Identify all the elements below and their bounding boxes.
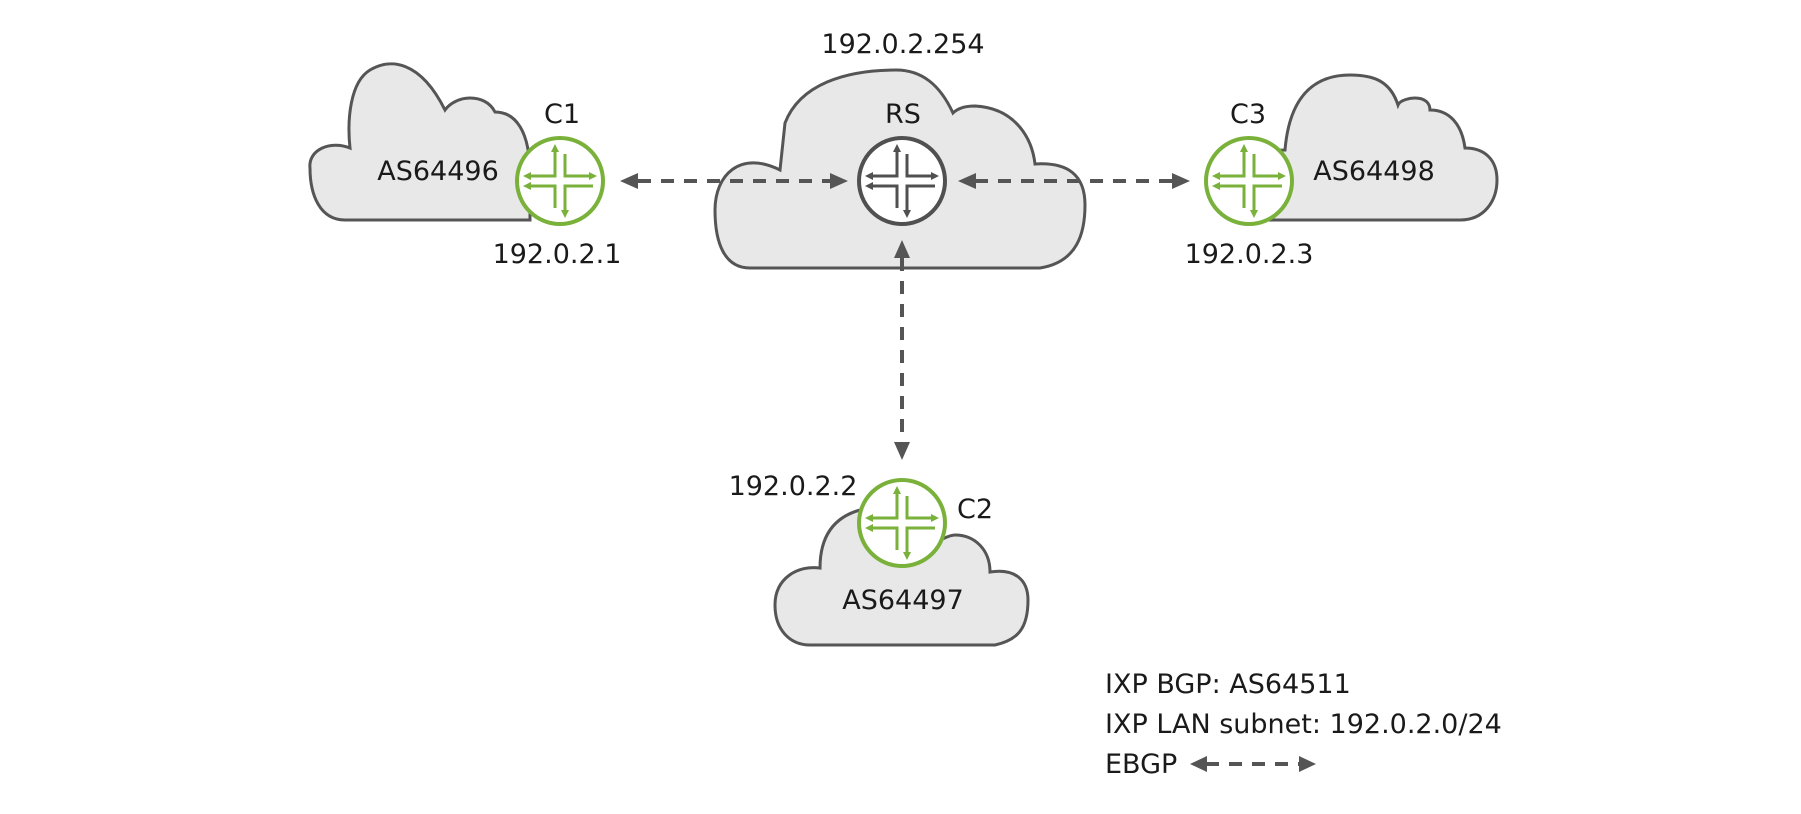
c1-as-label: AS64496 [377,156,499,187]
router-icon-c3 [1204,136,1294,226]
cloud-as64496 [308,62,532,222]
c1-ip-label: 192.0.2.1 [493,239,622,270]
rs-ip-label: 192.0.2.254 [821,29,984,60]
c3-label: C3 [1230,99,1266,130]
legend-ebgp: EBGP [1105,749,1177,780]
c2-as-label: AS64497 [842,585,964,616]
c3-ip-label: 192.0.2.3 [1185,239,1314,270]
router-icon-c2 [857,478,947,568]
cloud-as64498 [1238,73,1499,222]
c2-label: C2 [957,494,993,525]
link-c1-rs [620,173,848,189]
rs-label: RS [885,99,921,130]
c1-label: C1 [544,99,580,130]
legend-subnet: IXP LAN subnet: 192.0.2.0/24 [1105,709,1502,740]
router-icon-c1 [515,136,605,226]
link-rs-c2 [894,240,910,460]
legend-bgp: IXP BGP: AS64511 [1105,669,1351,700]
legend: IXP BGP: AS64511 IXP LAN subnet: 192.0.2… [1105,669,1502,780]
c2-ip-label: 192.0.2.2 [729,471,858,502]
c3-as-label: AS64498 [1313,156,1435,187]
legend-ebgp-line [1190,756,1316,772]
link-rs-c3 [958,173,1190,189]
router-icon-rs [857,136,947,226]
